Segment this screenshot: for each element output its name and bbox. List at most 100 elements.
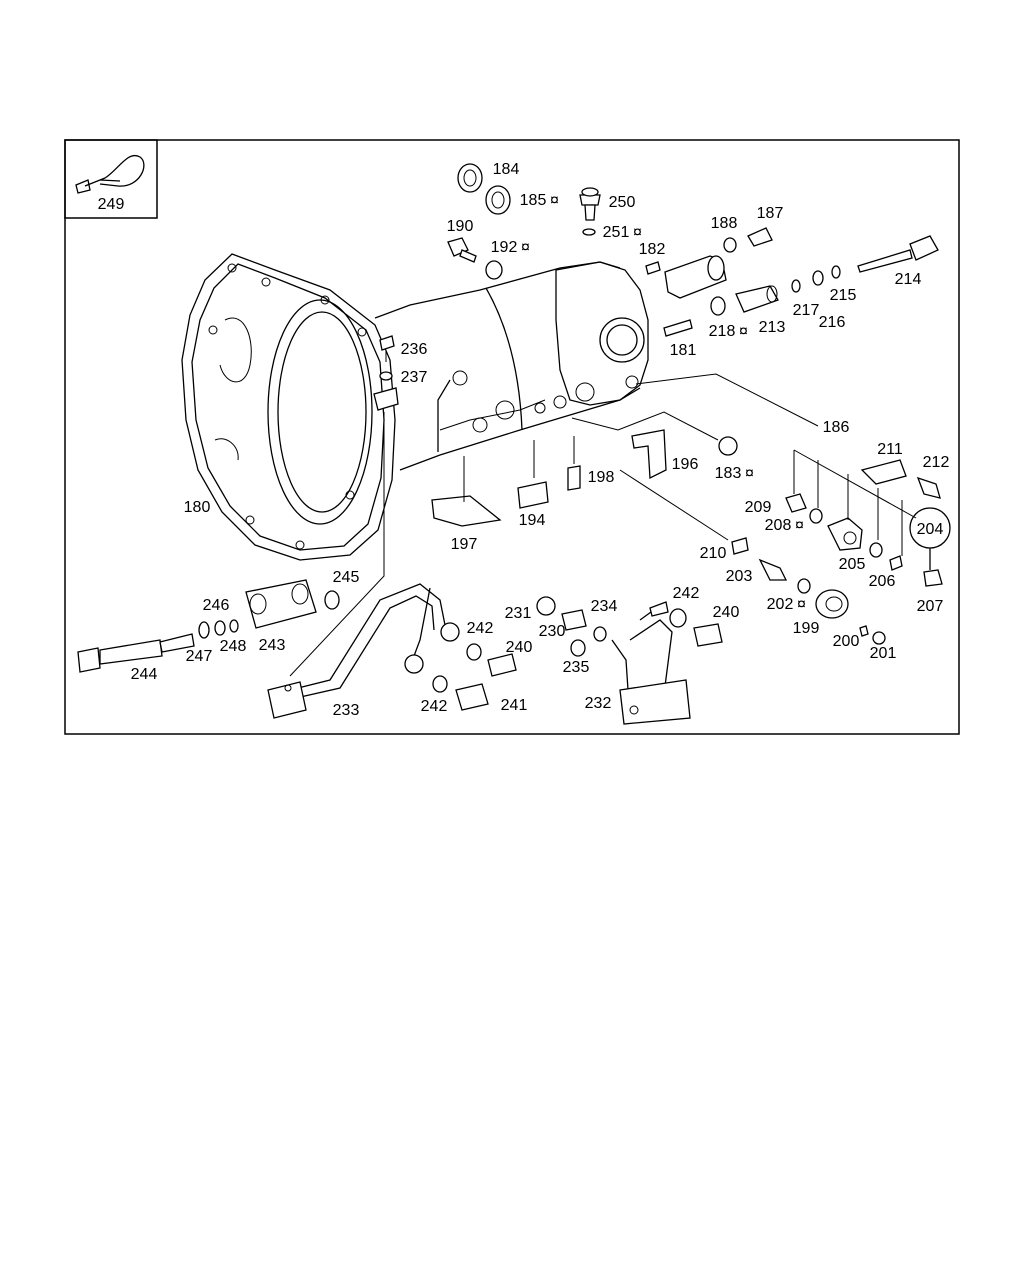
ring-242-b [432,675,448,693]
ring-206 [869,542,883,558]
bolt-187 [747,227,773,247]
label-231: 231 [505,605,532,622]
label-203: 203 [726,568,753,585]
label-208: 208 [765,517,792,534]
label-218: 218 [709,323,736,340]
label-204: 204 [917,521,944,538]
label-240b: 240 [713,604,740,621]
mark-218: ¤ [739,323,748,340]
label-237: 237 [401,369,428,386]
ring-242 [466,643,482,661]
label-200: 200 [833,633,860,650]
label-243: 243 [259,637,286,654]
label-217: 217 [793,302,820,319]
shaft-214 [857,235,939,273]
washer-216 [812,270,824,286]
bolt-240-b [693,623,723,647]
ring-235 [570,639,586,657]
inset-label: 249 [98,196,125,213]
clip-207 [923,569,943,587]
label-242a: 242 [467,620,494,637]
housing-213 [735,285,779,313]
mark-185: ¤ [550,192,559,209]
seal-192 [485,260,503,280]
oil-line-233 [267,583,460,719]
label-212: 212 [923,454,950,471]
label-247: 247 [186,648,213,665]
bolt-241 [455,683,489,711]
ring-246 [214,620,226,636]
bolt-230 [561,609,587,631]
label-196: 196 [672,456,699,473]
ring-218 [710,296,726,316]
bush-183 [718,436,738,456]
label-250: 250 [609,194,636,211]
label-213: 213 [759,319,786,336]
washer-188 [723,237,737,253]
label-185: 185 [520,192,547,209]
washer-251 [582,228,596,236]
label-192: 192 [491,239,518,256]
label-233: 233 [333,702,360,719]
label-234: 234 [591,598,618,615]
bolt-209 [785,493,807,513]
washer-215 [831,265,841,279]
label-197: 197 [451,536,478,553]
pin-203 [758,558,788,581]
label-206: 206 [869,573,896,590]
label-201: 201 [870,645,897,662]
cable-tie-icon [75,154,145,194]
plate-211 [860,459,907,485]
label-188: 188 [711,215,738,232]
label-199: 199 [793,620,820,637]
ring-185 [485,185,511,215]
bolt-236 [379,335,395,351]
plate-197 [431,495,502,527]
ring-231 [536,596,556,616]
mark-251: ¤ [633,224,642,241]
label-244: 244 [131,666,158,683]
label-207: 207 [917,598,944,615]
label-241: 241 [501,697,528,714]
label-180: 180 [184,499,211,516]
label-251: 251 [603,224,630,241]
valve-205 [827,517,863,551]
plug-198 [567,465,581,491]
label-214: 214 [895,271,922,288]
label-184: 184 [493,161,520,178]
valve-199 [815,589,849,619]
valve-243 [245,579,317,629]
bracket [373,387,399,411]
sleeve-213 [664,255,727,299]
label-216: 216 [819,314,846,331]
nozzle-210 [731,537,749,555]
label-235: 235 [563,659,590,676]
ring-248 [229,619,239,633]
bolt-212 [916,476,941,499]
inset-box [64,139,158,219]
label-205: 205 [839,556,866,573]
ball-200 [859,625,869,637]
label-245: 245 [333,569,360,586]
label-194: 194 [519,512,546,529]
transmission-housing [181,253,649,561]
breather-250 [579,187,601,221]
bolt-240 [487,653,517,677]
fitting [649,601,669,617]
label-186: 186 [823,419,850,436]
label-236: 236 [401,341,428,358]
diagram-frame [64,139,960,735]
ring-242-c [669,608,687,628]
label-232: 232 [585,695,612,712]
label-182: 182 [639,241,666,258]
pin-181 [663,319,693,337]
mark-183: ¤ [745,465,754,482]
label-210: 210 [700,545,727,562]
label-209: 209 [745,499,772,516]
label-187: 187 [757,205,784,222]
pipe-244 [77,633,195,673]
part-labels: 180 181 182 183 ¤ 184 185 ¤ 186 187 188 … [131,161,950,719]
ring-245 [324,590,340,610]
washer-237 [379,371,393,381]
